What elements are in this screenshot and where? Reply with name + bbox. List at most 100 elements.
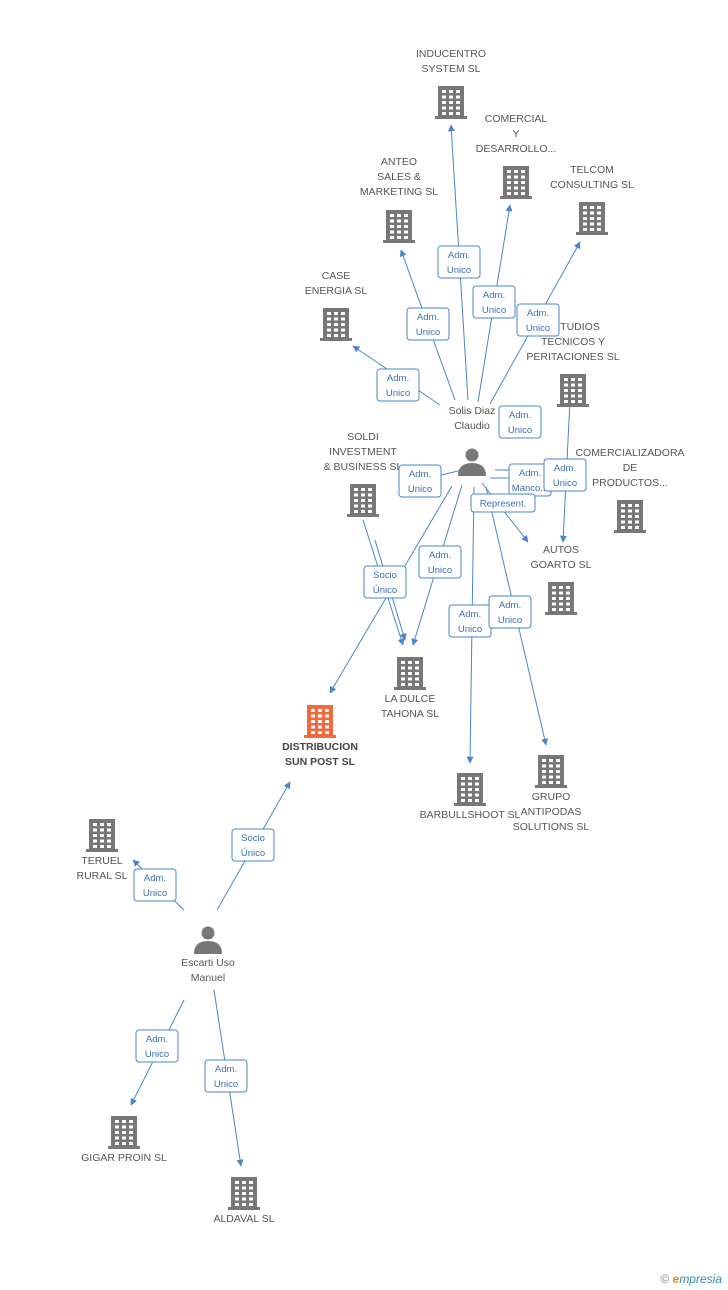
node-label-line: ESTUDIOS <box>546 321 600 333</box>
relation-text: Unico <box>498 615 522 626</box>
building-icon <box>614 500 646 533</box>
relation-box <box>376 368 420 402</box>
relation-text: Único <box>241 848 265 859</box>
footer-brand[interactable]: © empresia <box>660 1272 722 1286</box>
brand-initial: e <box>672 1272 680 1286</box>
relation-label[interactable]: Adm.Unico <box>376 368 420 402</box>
relation-box <box>543 458 587 492</box>
node-gigar[interactable]: GIGAR PROIN SL <box>81 1116 167 1164</box>
node-aldaval[interactable]: ALDAVAL SL <box>213 1177 275 1225</box>
node-label-line: Y <box>512 128 519 140</box>
relation-text: Adm. <box>554 463 576 474</box>
node-label-line: DE <box>623 462 638 474</box>
relation-label[interactable]: Adm. Unico <box>543 458 587 492</box>
relation-label[interactable]: Adm. Unico <box>406 307 450 341</box>
relation-box <box>418 545 462 579</box>
relation-label[interactable]: Adm.Unico <box>418 545 462 579</box>
node-label-line: DISTRIBUCION <box>282 741 358 753</box>
node-label-line: ANTIPODAS <box>521 806 582 818</box>
relation-text: Unico <box>408 484 432 495</box>
relation-label[interactable]: Represent. <box>470 493 536 513</box>
node-label-line: GRUPO <box>532 791 571 803</box>
brand-name: mpresia <box>679 1272 722 1286</box>
relation-text: Unico <box>482 305 506 316</box>
relation-label[interactable]: Adm. Unico <box>135 1029 179 1063</box>
building-icon <box>576 202 608 235</box>
relation-label[interactable]: Adm. Unico <box>398 464 442 498</box>
node-label-line: & BUSINESS SL <box>324 461 403 473</box>
relation-text: Adm. <box>146 1034 168 1045</box>
relation-text: Unico <box>143 888 167 899</box>
building-icon <box>383 210 415 243</box>
relation-text: Unico <box>145 1049 169 1060</box>
relation-text: Unico <box>553 478 577 489</box>
building-icon <box>500 166 532 199</box>
node-label-line: MARKETING SL <box>360 186 438 198</box>
relation-label[interactable]: Adm.Unico <box>204 1059 248 1093</box>
node-label-line: RURAL SL <box>77 870 128 882</box>
node-label-line: TECNICOS Y <box>541 336 605 348</box>
node-comercializadora[interactable]: COMERCIALIZADORA DE PRODUCTOS... <box>575 447 685 533</box>
relation-text: Manco... <box>512 483 548 494</box>
relation-label[interactable]: Adm.Unico <box>516 303 560 337</box>
building-icon <box>545 582 577 615</box>
relation-box <box>516 303 560 337</box>
node-label-line: TAHONA SL <box>381 708 439 720</box>
relation-text: Adm. <box>459 609 481 620</box>
relation-box <box>488 595 532 629</box>
relation-text: Socio <box>241 833 265 844</box>
relation-label[interactable]: Adm.Unico <box>448 604 492 638</box>
person-icon <box>458 448 486 476</box>
relation-label[interactable]: Adm.Unico <box>472 285 516 319</box>
node-label: BARBULLSHOOT SL <box>420 809 521 821</box>
relation-box <box>231 828 275 862</box>
relation-label[interactable]: Adm.Unico <box>488 595 532 629</box>
relation-label[interactable]: Adm.Unico <box>437 245 481 279</box>
relation-text: Unico <box>416 327 440 338</box>
node-label-line: CASE <box>322 270 351 282</box>
relation-text: Adm. <box>519 468 541 479</box>
node-label-line: Escarti Uso <box>181 957 235 969</box>
node-label-line: COMERCIAL <box>485 113 548 125</box>
node-label-line: GOARTO SL <box>531 559 592 571</box>
node-label-line: CONSULTING SL <box>550 179 634 191</box>
node-label-line: ALDAVAL SL <box>213 1213 274 1225</box>
relations-layer: Adm.UnicoAdm.UnicoAdm.UnicoAdm.UnicoAdm.… <box>133 245 587 1093</box>
node-barbull[interactable]: BARBULLSHOOT SL <box>420 773 521 821</box>
relation-label[interactable]: Adm. Unico <box>133 868 177 902</box>
relation-text: Adm. <box>144 873 166 884</box>
node-label-line: SOLUTIONS SL <box>513 821 590 833</box>
relation-text: Adm. <box>417 312 439 323</box>
relation-text: Adm. <box>409 469 431 480</box>
node-label-line: SYSTEM SL <box>422 63 481 75</box>
node-grupo[interactable]: GRUPO ANTIPODAS SOLUTIONS SL <box>513 755 590 833</box>
node-label-line: SOLDI <box>347 431 379 443</box>
node-label-line: COMERCIALIZADORA <box>575 447 684 459</box>
relation-label[interactable]: Adm.Unico <box>498 405 542 439</box>
relation-box <box>406 307 450 341</box>
node-label-line: PRODUCTOS... <box>592 477 668 489</box>
